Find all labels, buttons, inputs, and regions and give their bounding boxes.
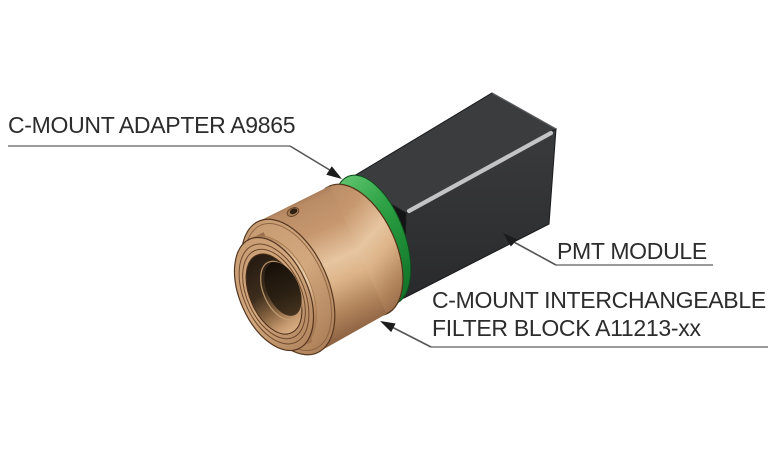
filter-leader-line bbox=[387, 324, 432, 348]
cmount-thread-groove-inner bbox=[242, 248, 306, 340]
filter-block-cylinder bbox=[233, 183, 404, 356]
pmt-module-apex-edge bbox=[491, 92, 557, 130]
annotations bbox=[8, 145, 768, 348]
cmount-thread-groove-outer bbox=[238, 243, 310, 345]
filter-block-label-line1: C-MOUNT INTERCHANGEABLE bbox=[432, 287, 766, 313]
pmt-arrowhead-icon bbox=[503, 233, 518, 247]
filter-arrowhead-icon bbox=[380, 321, 396, 333]
pmt-module-label: PMT MODULE bbox=[557, 238, 707, 264]
pmt-leader-line bbox=[511, 240, 557, 266]
filter-block-deep-bore bbox=[264, 262, 302, 316]
filter-block-label: C-MOUNT INTERCHANGEABLE FILTER BLOCK A11… bbox=[432, 286, 766, 342]
adapter-arrowhead-icon bbox=[326, 166, 342, 179]
adapter-label: C-MOUNT ADAPTER A9865 bbox=[8, 112, 296, 138]
pmt-module-edge-highlight bbox=[406, 130, 554, 214]
set-screw-hole bbox=[286, 207, 300, 217]
filter-block-label-line2: FILTER BLOCK A11213-xx bbox=[432, 315, 701, 341]
